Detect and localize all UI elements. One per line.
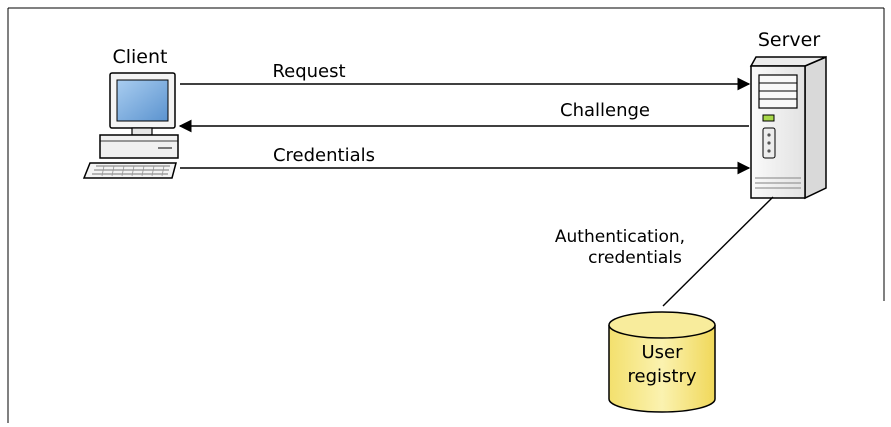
server-label: Server <box>758 29 820 51</box>
user-registry-database-icon <box>608 311 716 413</box>
credentials-label: Credentials <box>273 145 375 166</box>
client-computer-icon <box>82 72 179 179</box>
registry-link-label-line2: credentials <box>588 248 682 268</box>
client-label: Client <box>112 46 167 68</box>
registry-link-label-line1: Authentication, <box>555 227 685 247</box>
request-label: Request <box>272 61 345 82</box>
challenge-label: Challenge <box>560 100 650 121</box>
registry-label-line2: registry <box>628 366 697 387</box>
server-registry-link <box>662 196 774 307</box>
registry-label-line1: User <box>641 342 683 363</box>
server-tower-icon <box>749 55 827 200</box>
diagram-frame <box>7 7 885 423</box>
